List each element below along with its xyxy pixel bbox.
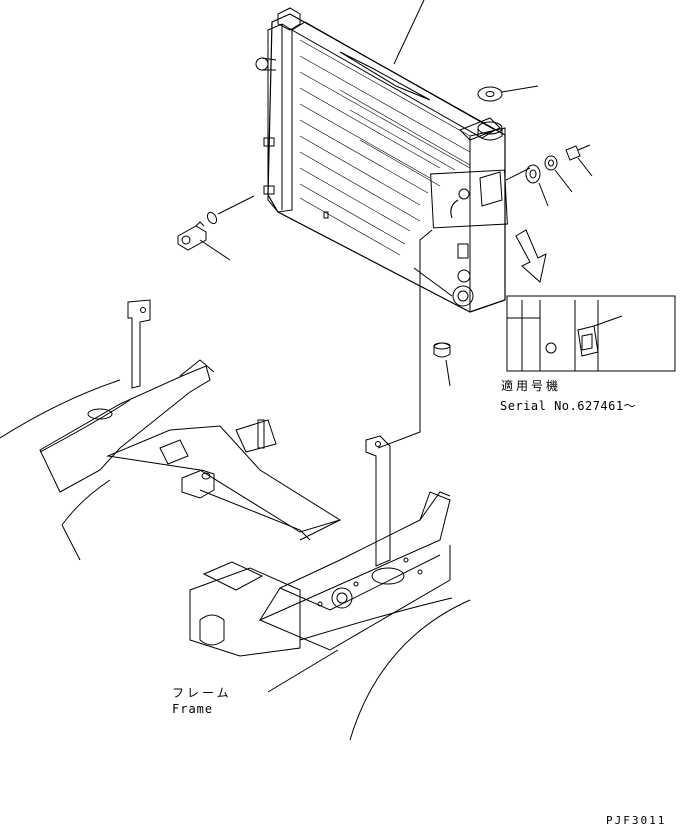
applicability-label: 適用号機	[501, 379, 562, 393]
bolt-washer-set	[525, 144, 593, 207]
frame-leader	[267, 649, 339, 693]
detail-arrow	[515, 229, 547, 283]
frame-label-en: Frame	[172, 702, 214, 716]
frame-label-jp: フレーム	[172, 686, 232, 700]
radiator-cap-part	[477, 85, 539, 102]
vehicle-frame	[0, 299, 471, 741]
mount-rubber-part	[433, 342, 451, 387]
drawing-code: PJF3011	[606, 814, 667, 827]
assembly-leader	[377, 229, 433, 449]
radiator-assembly	[255, 7, 506, 313]
detail-inset	[506, 295, 676, 372]
detail-box	[430, 169, 508, 229]
leader-line	[393, 0, 425, 65]
serial-number-label: Serial No.627461〜	[500, 399, 637, 413]
drain-cock-part	[177, 195, 255, 261]
